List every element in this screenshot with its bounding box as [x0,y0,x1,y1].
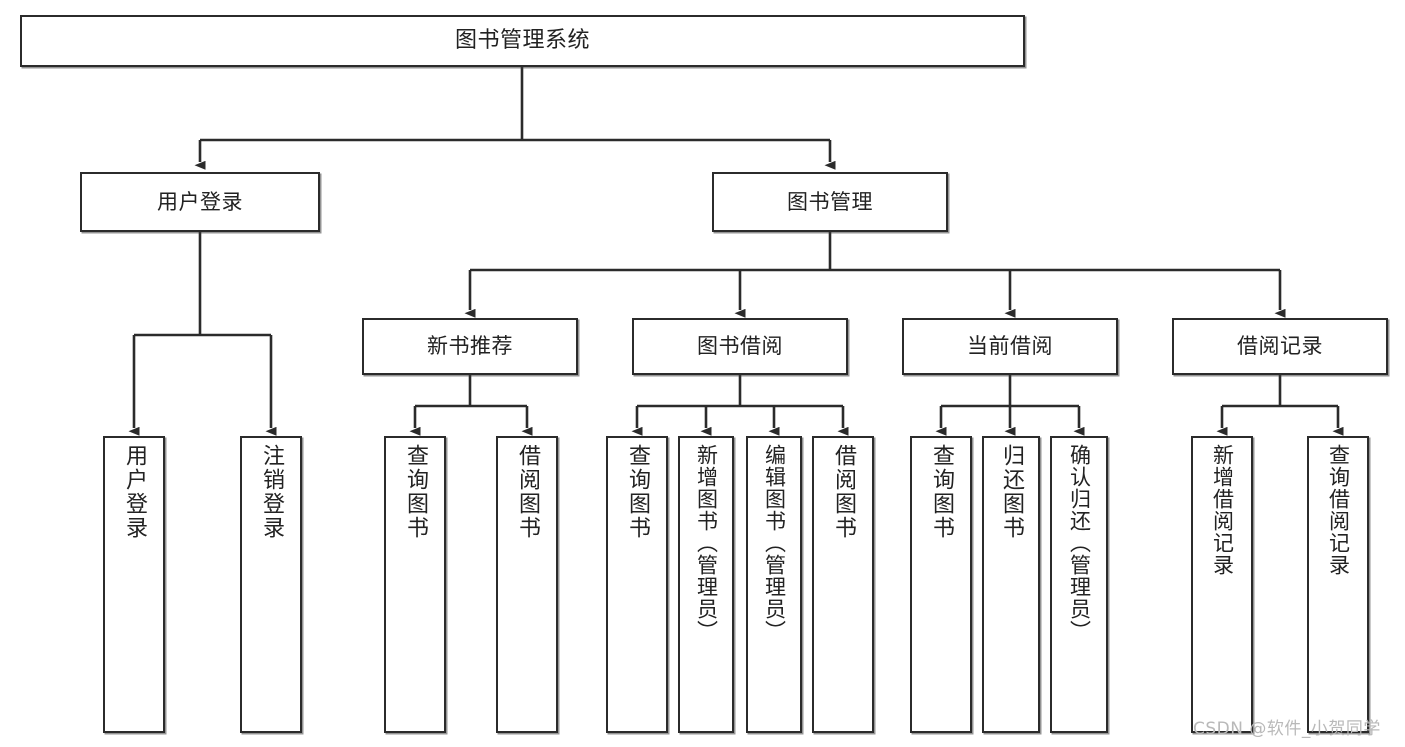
node-leaf-logout[interactable]: 注销登录 [240,436,302,733]
node-leaf-user-login[interactable]: 用户登录 [103,436,165,733]
node-leaf-query-borrow-record[interactable]: 查询借阅记录 [1307,436,1369,733]
csdn-watermark: CSDN @软件_小贺同学 [1193,719,1381,739]
node-label: 当前借阅 [967,334,1053,359]
node-label: 查询图书 [403,444,428,540]
node-label: 借阅图书 [831,444,856,540]
node-label: 图书管理系统 [454,28,590,54]
node-leaf-add-borrow-record[interactable]: 新增借阅记录 [1191,436,1253,733]
node-label: 归还图书 [999,444,1024,540]
node-leaf-query-books-borrow[interactable]: 查询图书 [606,436,668,733]
node-leaf-query-books-current[interactable]: 查询图书 [910,436,972,733]
node-label: 新书推荐 [427,334,513,359]
node-leaf-query-books-recommend[interactable]: 查询图书 [384,436,446,733]
node-label: 新增图书（管理员） [694,444,719,642]
node-label: 借阅记录 [1237,334,1323,359]
node-label: 图书管理 [787,189,873,214]
node-leaf-borrow-books[interactable]: 借阅图书 [812,436,874,733]
node-leaf-add-book-admin[interactable]: 新增图书（管理员） [678,436,734,733]
node-new-book-recommendation[interactable]: 新书推荐 [362,318,578,375]
node-current-borrowing[interactable]: 当前借阅 [902,318,1118,375]
node-leaf-borrow-books-recommend[interactable]: 借阅图书 [496,436,558,733]
node-root-book-management-system[interactable]: 图书管理系统 [20,15,1025,67]
node-label: 新增借阅记录 [1210,444,1235,576]
node-user-login[interactable]: 用户登录 [80,172,320,232]
node-leaf-confirm-return-admin[interactable]: 确认归还（管理员） [1050,436,1108,733]
node-label: 借阅图书 [515,444,540,540]
node-label: 编辑图书（管理员） [762,444,787,642]
node-label: 注销登录 [259,444,284,540]
node-label: 图书借阅 [697,334,783,359]
node-leaf-edit-book-admin[interactable]: 编辑图书（管理员） [746,436,802,733]
node-label: 查询图书 [625,444,650,540]
node-book-borrowing[interactable]: 图书借阅 [632,318,848,375]
node-book-management[interactable]: 图书管理 [712,172,948,232]
node-label: 确认归还（管理员） [1067,444,1092,642]
node-label: 用户登录 [122,444,147,540]
node-label: 查询图书 [929,444,954,540]
node-leaf-return-books[interactable]: 归还图书 [982,436,1040,733]
node-borrow-records[interactable]: 借阅记录 [1172,318,1388,375]
node-label: 查询借阅记录 [1326,444,1351,576]
node-label: 用户登录 [157,189,243,214]
